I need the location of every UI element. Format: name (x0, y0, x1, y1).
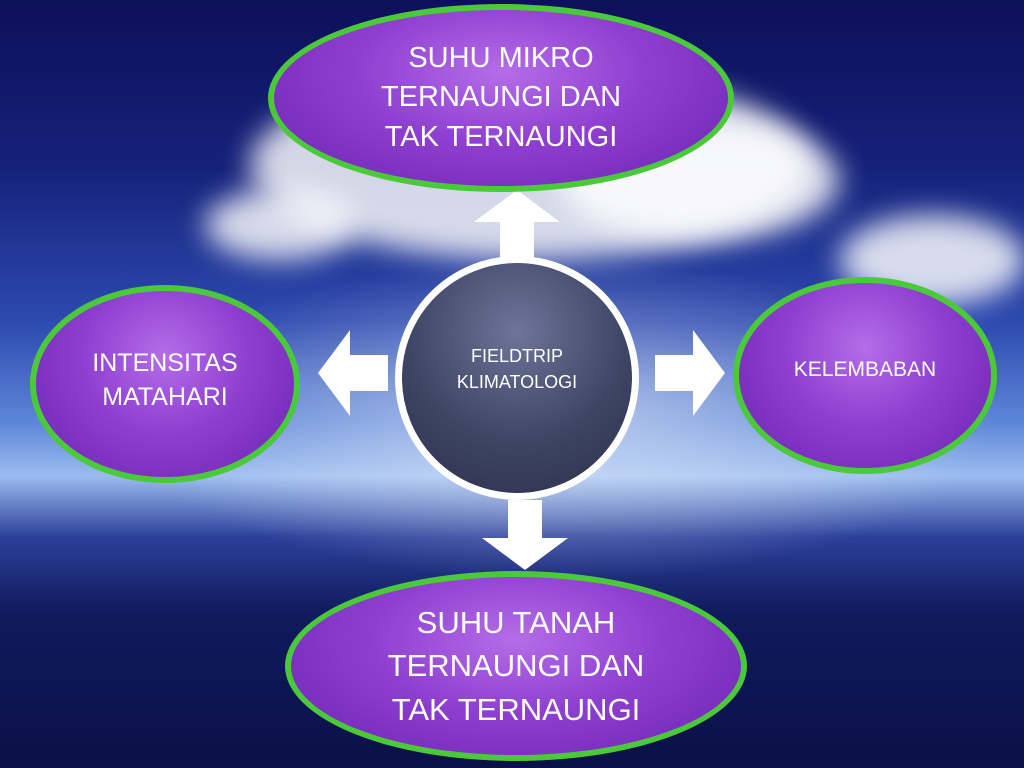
node-bottom-ellipse: SUHU TANAH TERNAUNGI DAN TAK TERNAUNGI (285, 571, 747, 761)
center-circle: FIELDTRIP KLIMATOLOGI (395, 256, 639, 500)
arrow-up-icon (474, 190, 560, 260)
node-bottom-line-1: SUHU TANAH (416, 604, 616, 640)
center-line-2: KLIMATOLOGI (456, 372, 578, 392)
node-top-ellipse: SUHU MIKRO TERNAUNGI DAN TAK TERNAUNGI (268, 4, 734, 192)
node-right-label: KELEMBABAN (794, 356, 936, 384)
node-top-line-3: TAK TERNAUNGI (384, 120, 618, 153)
cloud-shape (205, 190, 355, 260)
node-right-line-1: KELEMBABAN (793, 358, 937, 382)
node-left-label: INTENSITAS MATAHARI (92, 347, 237, 415)
center-label: FIELDTRIP KLIMATOLOGI (457, 343, 577, 395)
node-bottom-label: SUHU TANAH TERNAUNGI DAN TAK TERNAUNGI (388, 601, 645, 731)
arrow-down-icon (482, 500, 568, 570)
arrow-left-icon (318, 330, 388, 416)
node-left-line-2: MATAHARI (102, 383, 228, 411)
node-top-label: SUHU MIKRO TERNAUNGI DAN TAK TERNAUNGI (381, 39, 621, 156)
node-top-line-1: SUHU MIKRO (408, 42, 594, 75)
node-bottom-line-2: TERNAUNGI DAN (387, 648, 645, 684)
center-line-1: FIELDTRIP (470, 345, 563, 366)
node-left-ellipse: INTENSITAS MATAHARI (30, 285, 300, 483)
node-bottom-line-3: TAK TERNAUNGI (391, 691, 641, 727)
node-right-ellipse: KELEMBABAN (733, 277, 997, 474)
arrow-right-icon (655, 330, 725, 416)
node-left-line-1: INTENSITAS (92, 349, 238, 378)
node-top-line-2: TERNAUNGI DAN (380, 81, 622, 114)
